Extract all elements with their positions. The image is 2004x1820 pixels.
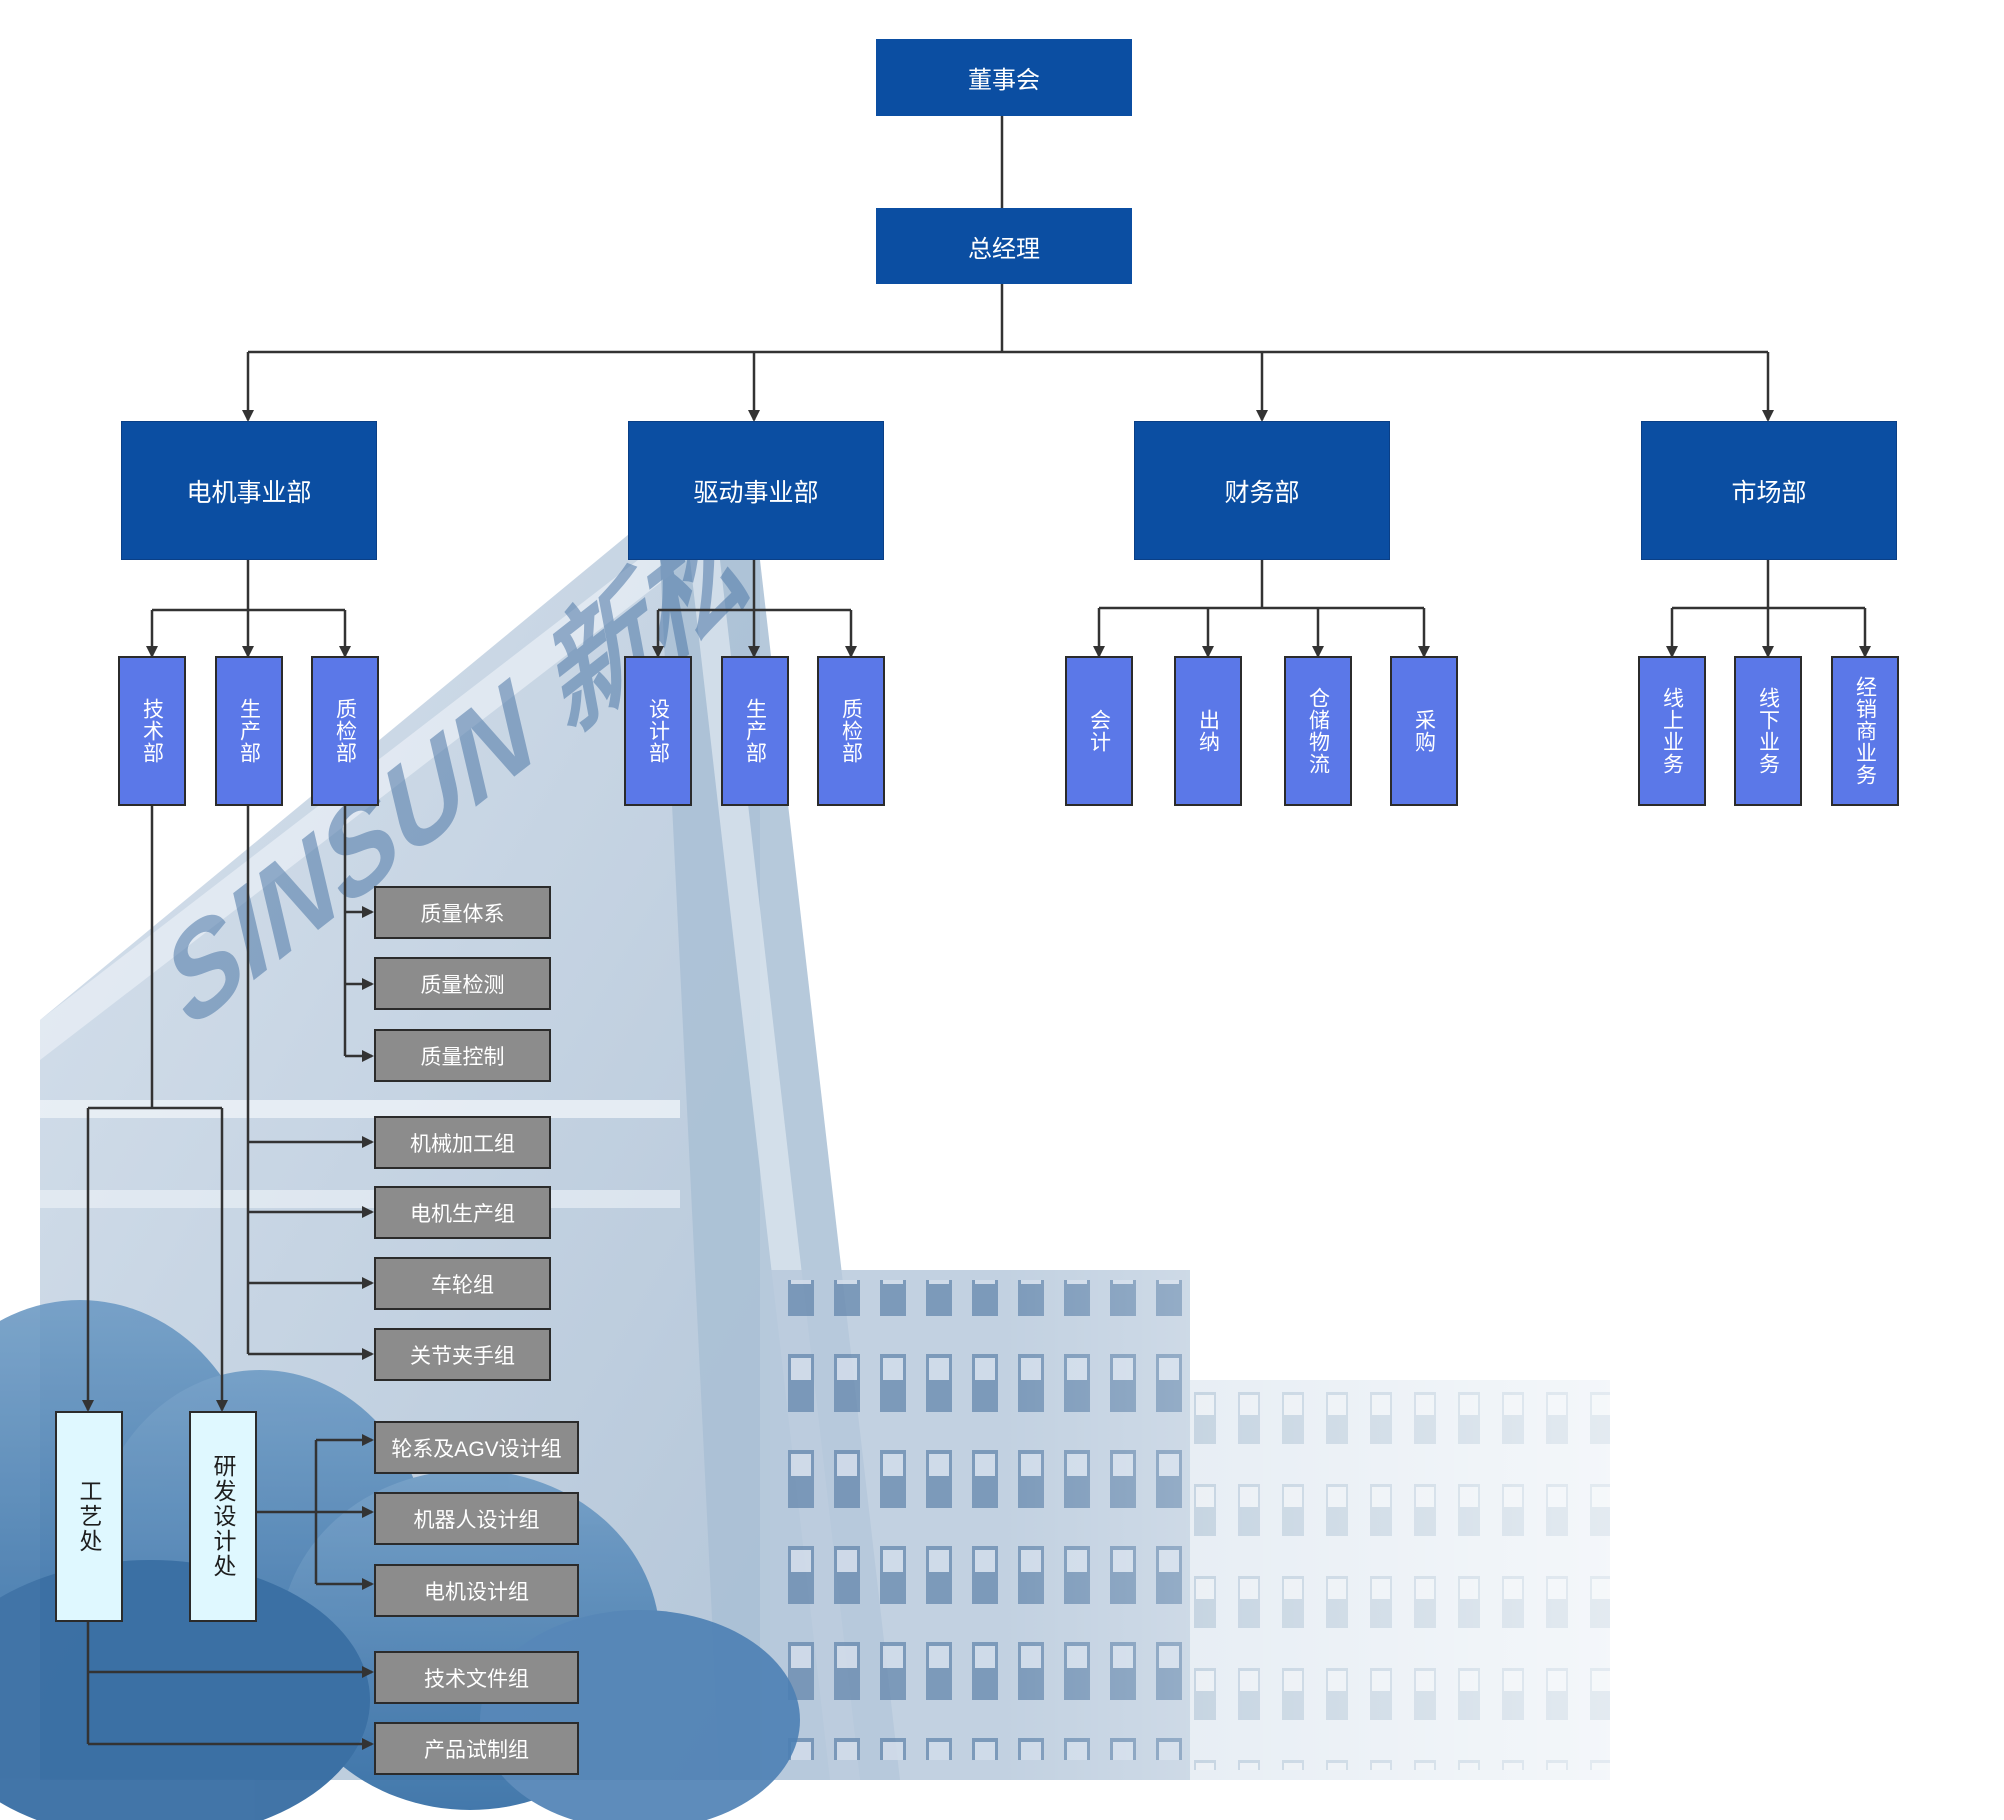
online-business-box: 线上业务	[1638, 656, 1706, 806]
drive-design-dept-box: 设计部	[624, 656, 692, 806]
market-division-box: 市场部	[1641, 421, 1897, 560]
machining-group-box: 机械加工组	[374, 1116, 551, 1169]
drive-qc-dept-box: 质检部	[817, 656, 885, 806]
drive-division-box: 驱动事业部	[628, 421, 884, 560]
cashier-box: 出纳	[1174, 656, 1242, 806]
dealer-business-box: 经销商业务	[1831, 656, 1899, 806]
motor-design-group-box: 电机设计组	[374, 1564, 579, 1617]
motor-qc-dept-box: 质检部	[311, 656, 379, 806]
motor-division-box: 电机事业部	[121, 421, 377, 560]
motor-tech-dept-box: 技术部	[118, 656, 186, 806]
offline-business-box: 线下业务	[1734, 656, 1802, 806]
tech-documents-group-box: 技术文件组	[374, 1651, 579, 1704]
quality-system-box: 质量体系	[374, 886, 551, 939]
rnd-design-office-box: 研发设计处	[189, 1411, 257, 1622]
drive-production-dept-box: 生产部	[721, 656, 789, 806]
joint-gripper-group-box: 关节夹手组	[374, 1328, 551, 1381]
quality-control-box: 质量控制	[374, 1029, 551, 1082]
finance-division-box: 财务部	[1134, 421, 1390, 560]
robot-design-group-box: 机器人设计组	[374, 1492, 579, 1545]
accounting-box: 会计	[1065, 656, 1133, 806]
wheel-group-box: 车轮组	[374, 1257, 551, 1310]
product-prototype-group-box: 产品试制组	[374, 1722, 579, 1775]
board-box: 董事会	[876, 39, 1132, 116]
general-manager-box: 总经理	[876, 208, 1132, 284]
quality-inspection-box: 质量检测	[374, 957, 551, 1010]
motor-production-group-box: 电机生产组	[374, 1186, 551, 1239]
wheel-agv-design-group-box: 轮系及AGV设计组	[374, 1421, 579, 1474]
purchasing-box: 采购	[1390, 656, 1458, 806]
process-office-box: 工艺处	[55, 1411, 123, 1622]
motor-production-dept-box: 生产部	[215, 656, 283, 806]
warehouse-logistics-box: 仓储物流	[1284, 656, 1352, 806]
